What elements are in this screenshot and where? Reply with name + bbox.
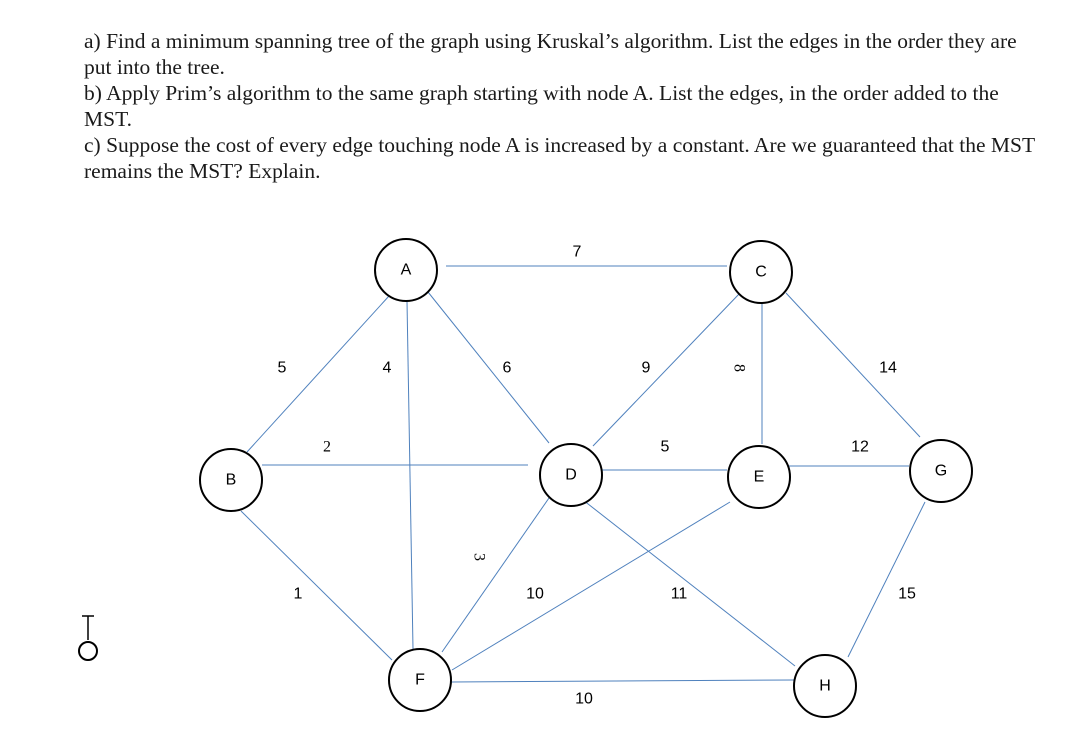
node-circle-f [388, 648, 452, 712]
node-label-h: H [819, 678, 831, 695]
node-circle-b [199, 448, 263, 512]
edge-weight-b-f: 1 [294, 586, 303, 603]
edge-weight-d-f: 3 [471, 553, 488, 561]
node-a: A [374, 238, 438, 302]
node-label-b: B [226, 472, 237, 489]
node-label-e: E [754, 469, 765, 486]
edge-weight-e-g: 12 [851, 439, 869, 456]
edge-weight-c-d: 9 [642, 360, 651, 377]
node-label-f: F [415, 672, 425, 689]
edge-weight-c-g: 14 [879, 360, 897, 377]
edge-d-h [582, 499, 796, 667]
edge-g-h [847, 501, 926, 658]
nodes-layer: A B C D E F G H [199, 238, 973, 718]
node-c: C [729, 240, 793, 304]
edge-a-f [406, 300, 414, 650]
edge-weight-c-e: 8 [731, 364, 748, 372]
node-label-d: D [565, 467, 577, 484]
edge-weight-g-h: 15 [898, 586, 916, 603]
edges-layer [240, 265, 926, 683]
edge-a-d [427, 291, 550, 444]
node-f: F [388, 648, 452, 712]
edge-weight-b-d: 2 [323, 439, 331, 456]
node-circle-c [729, 240, 793, 304]
node-h: H [793, 654, 857, 718]
node-label-c: C [755, 264, 767, 281]
anchor-handle-icon [78, 615, 98, 661]
question-part-c: c) Suppose the cost of every edge touchi… [84, 133, 1035, 183]
edge-c-d [592, 292, 741, 447]
weights-layer: 7 5 4 6 2 1 3 9 8 14 5 12 10 11 10 15 [278, 244, 916, 708]
question-text: a) Find a minimum spanning tree of the g… [84, 28, 1044, 184]
node-d: D [539, 443, 603, 507]
edge-weight-d-h: 11 [671, 586, 688, 603]
node-b: B [199, 448, 263, 512]
edge-weight-e-f: 10 [526, 586, 544, 603]
edge-weight-a-b: 5 [278, 360, 287, 377]
edge-a-b [246, 295, 390, 453]
edge-weight-a-f: 4 [383, 360, 392, 377]
edge-e-f [451, 501, 731, 671]
node-e: E [727, 445, 791, 509]
node-label-g: G [935, 463, 947, 480]
node-circle-g [909, 439, 973, 503]
node-circle-a [374, 238, 438, 302]
edge-weight-d-e: 5 [661, 439, 670, 456]
edge-weight-a-c: 7 [573, 244, 582, 261]
node-circle-h [793, 654, 857, 718]
node-label-a: A [401, 262, 412, 279]
question-part-a: a) Find a minimum spanning tree of the g… [84, 29, 1017, 79]
node-circle-d [539, 443, 603, 507]
question-part-b: b) Apply Prim’s algorithm to the same gr… [84, 81, 999, 131]
edge-weight-a-d: 6 [503, 360, 512, 377]
edge-weight-f-h: 10 [575, 691, 593, 708]
edge-b-f [240, 510, 393, 661]
node-g: G [909, 439, 973, 503]
node-circle-e [727, 445, 791, 509]
edge-f-h [450, 679, 795, 683]
edge-c-g [785, 292, 921, 438]
edge-d-f [441, 497, 550, 653]
